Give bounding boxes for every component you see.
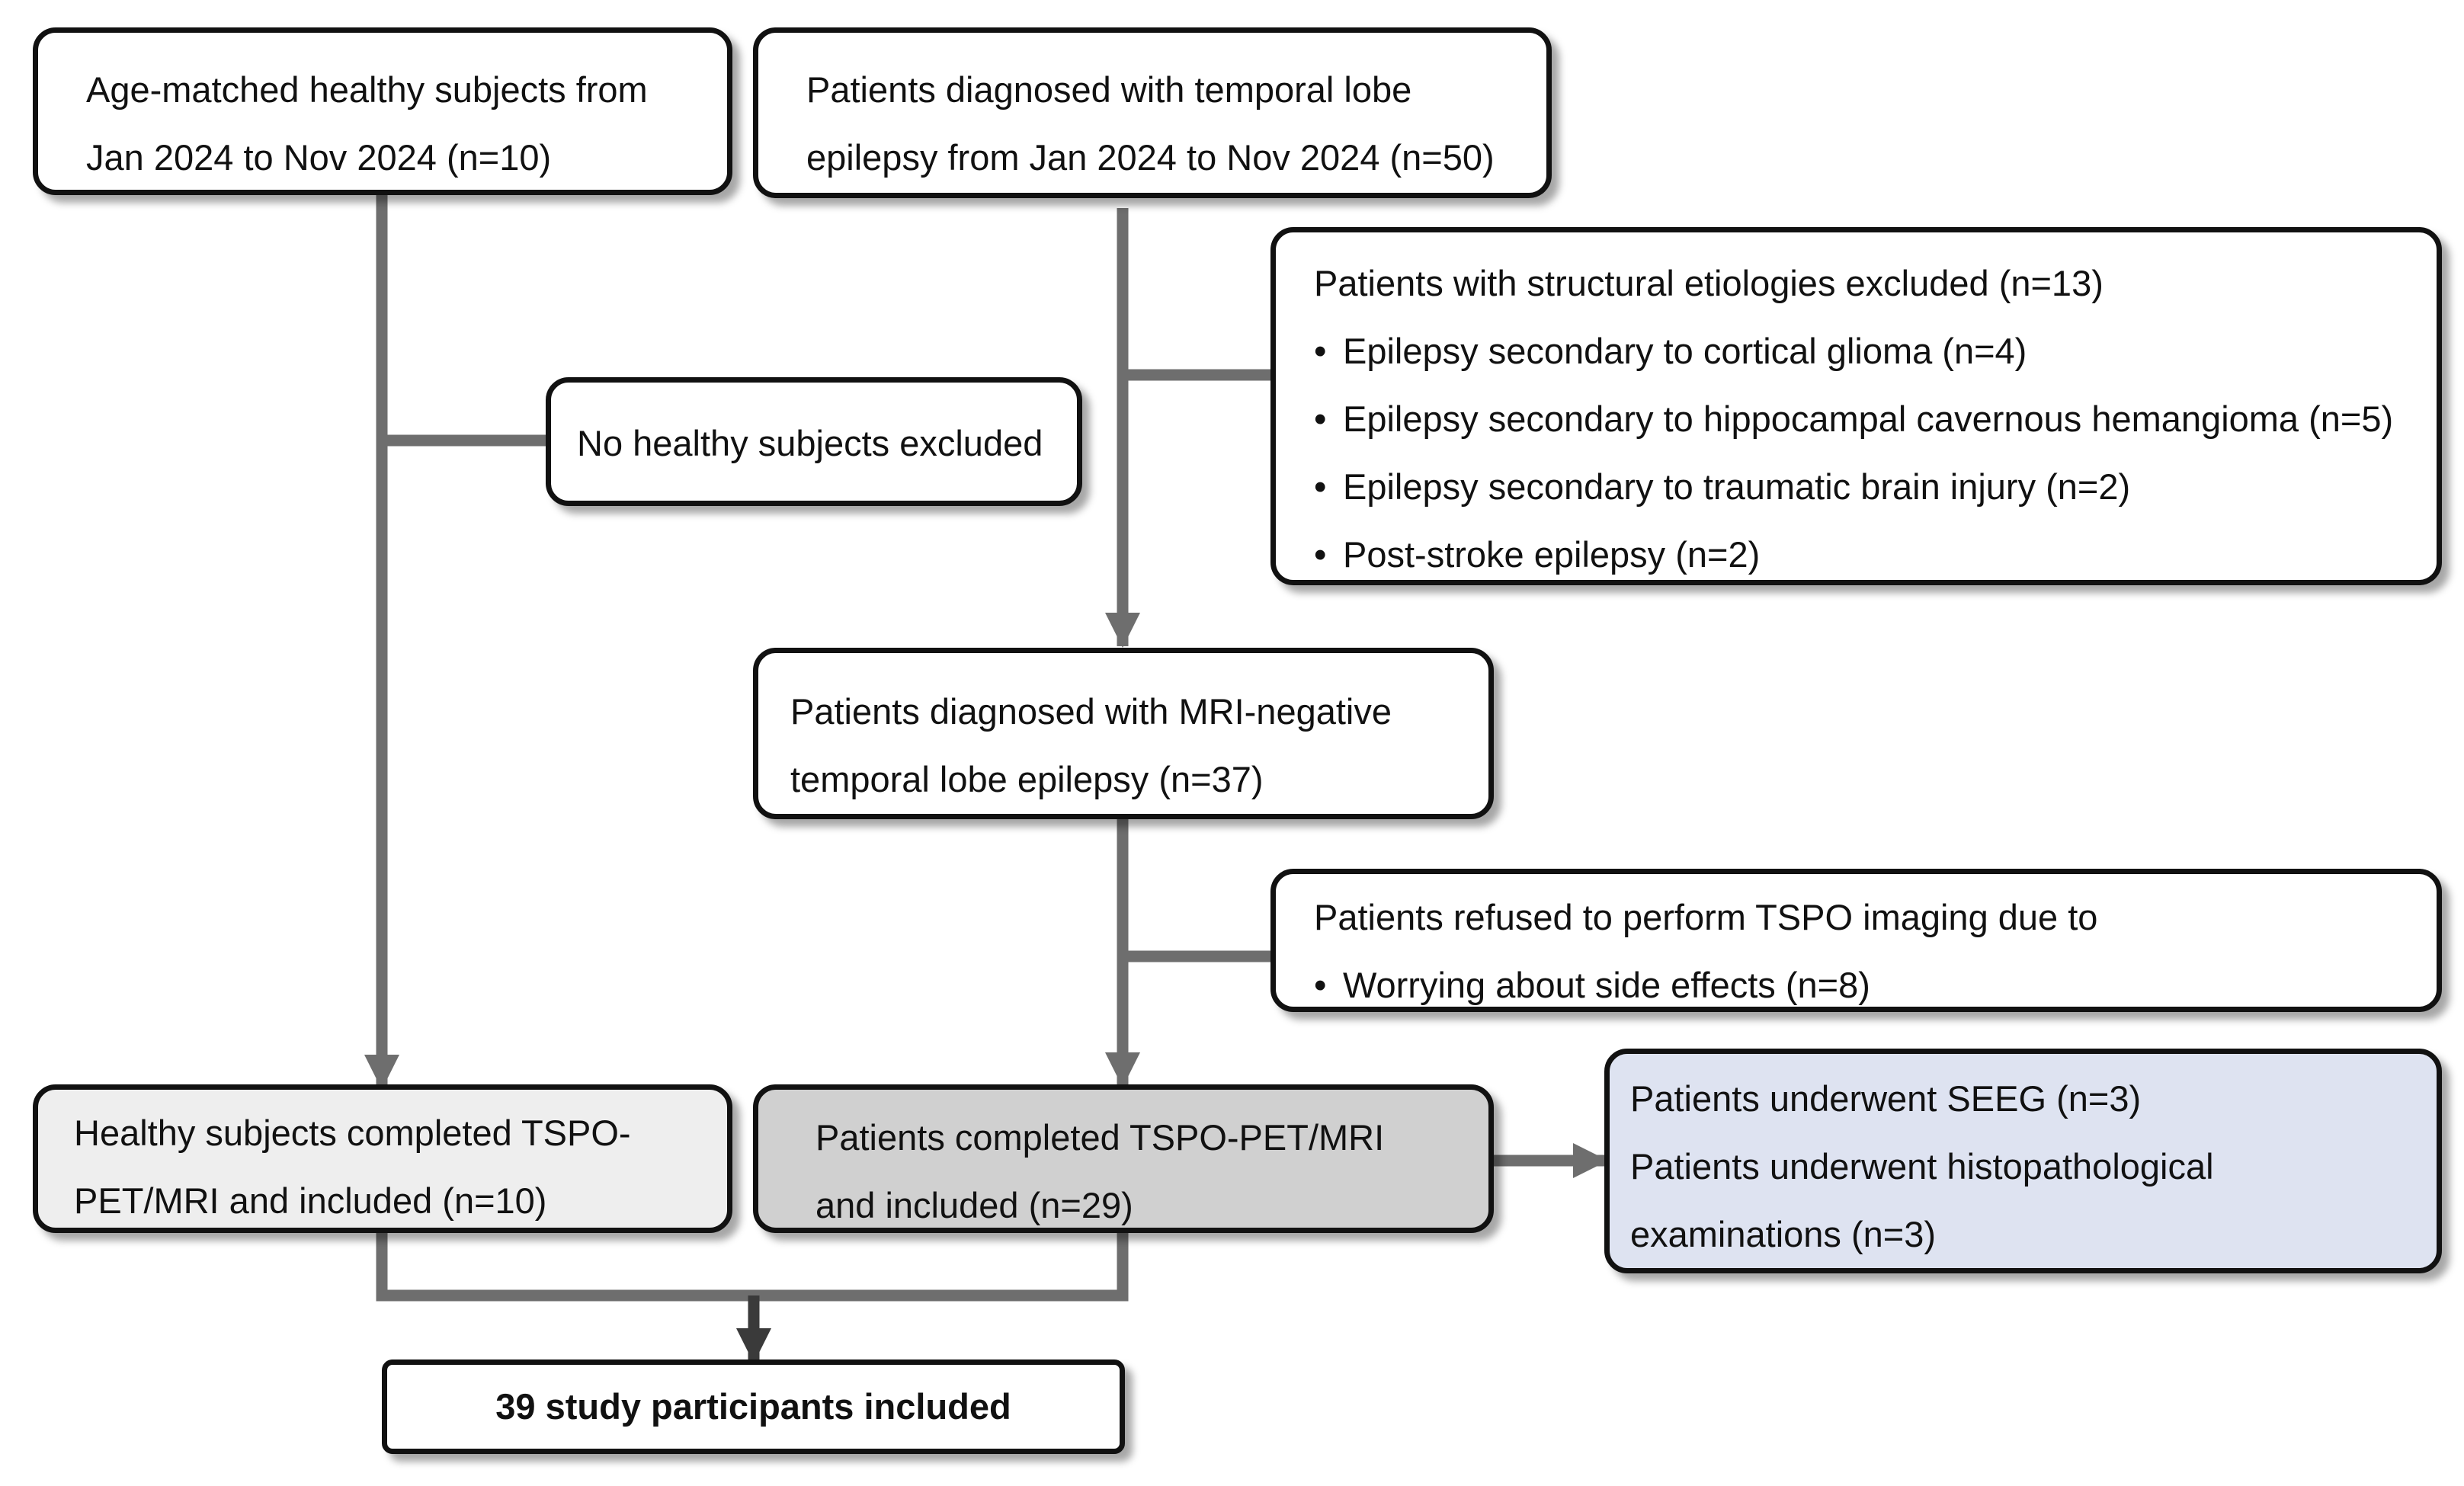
final-participants-text: 39 study participants included — [495, 1386, 1011, 1427]
examinations-line-3: examinations (n=3) — [1630, 1214, 1937, 1254]
examinations-line-1: Patients underwent SEEG (n=3) — [1630, 1078, 2142, 1119]
structural-exclusion-item: Epilepsy secondary to cortical glioma (n… — [1314, 317, 2437, 385]
patients-source-line-1: Patients diagnosed with temporal lobe — [806, 69, 1412, 110]
examinations-line-2: Patients underwent histopathological — [1630, 1146, 2214, 1187]
healthy-exclusion-box: No healthy subjects excluded — [546, 377, 1082, 506]
refused-exclusion-heading: Patients refused to perform TSPO imaging… — [1314, 897, 2098, 937]
examinations-box: Patients underwent SEEG (n=3) Patients u… — [1604, 1049, 2442, 1273]
patients-completed-line-1: Patients completed TSPO-PET/MRI — [815, 1117, 1385, 1158]
healthy-exclusion-text: No healthy subjects excluded — [577, 423, 1043, 463]
refused-exclusion-item: Worrying about side effects (n=8) — [1314, 951, 2437, 1019]
patients-source-box: Patients diagnosed with temporal lobe ep… — [753, 27, 1552, 198]
structural-exclusion-heading: Patients with structural etiologies excl… — [1314, 263, 2104, 303]
structural-exclusion-item: Post-stroke epilepsy (n=2) — [1314, 520, 2437, 588]
healthy-source-line-1: Age-matched healthy subjects from — [86, 69, 648, 110]
final-participants-box: 39 study participants included — [382, 1359, 1125, 1454]
structural-exclusion-item: Epilepsy secondary to traumatic brain in… — [1314, 453, 2437, 520]
structural-exclusion-box: Patients with structural etiologies excl… — [1270, 227, 2442, 585]
healthy-completed-line-2: PET/MRI and included (n=10) — [74, 1180, 547, 1221]
healthy-completed-line-1: Healthy subjects completed TSPO- — [74, 1113, 631, 1153]
mri-negative-line-1: Patients diagnosed with MRI-negative — [790, 691, 1392, 732]
mri-negative-box: Patients diagnosed with MRI-negative tem… — [753, 648, 1494, 819]
healthy-completed-box: Healthy subjects completed TSPO- PET/MRI… — [33, 1084, 732, 1233]
patients-source-line-2: epilepsy from Jan 2024 to Nov 2024 (n=50… — [806, 137, 1495, 178]
patients-completed-line-2: and included (n=29) — [815, 1185, 1133, 1225]
patients-completed-box: Patients completed TSPO-PET/MRI and incl… — [753, 1084, 1494, 1233]
healthy-source-line-2: Jan 2024 to Nov 2024 (n=10) — [86, 137, 552, 178]
mri-negative-line-2: temporal lobe epilepsy (n=37) — [790, 759, 1264, 799]
refused-exclusion-box: Patients refused to perform TSPO imaging… — [1270, 869, 2442, 1012]
structural-exclusion-item: Epilepsy secondary to hippocampal cavern… — [1314, 385, 2437, 453]
healthy-subjects-source-box: Age-matched healthy subjects from Jan 20… — [33, 27, 732, 195]
merge-bracket-connector — [376, 1233, 1129, 1302]
